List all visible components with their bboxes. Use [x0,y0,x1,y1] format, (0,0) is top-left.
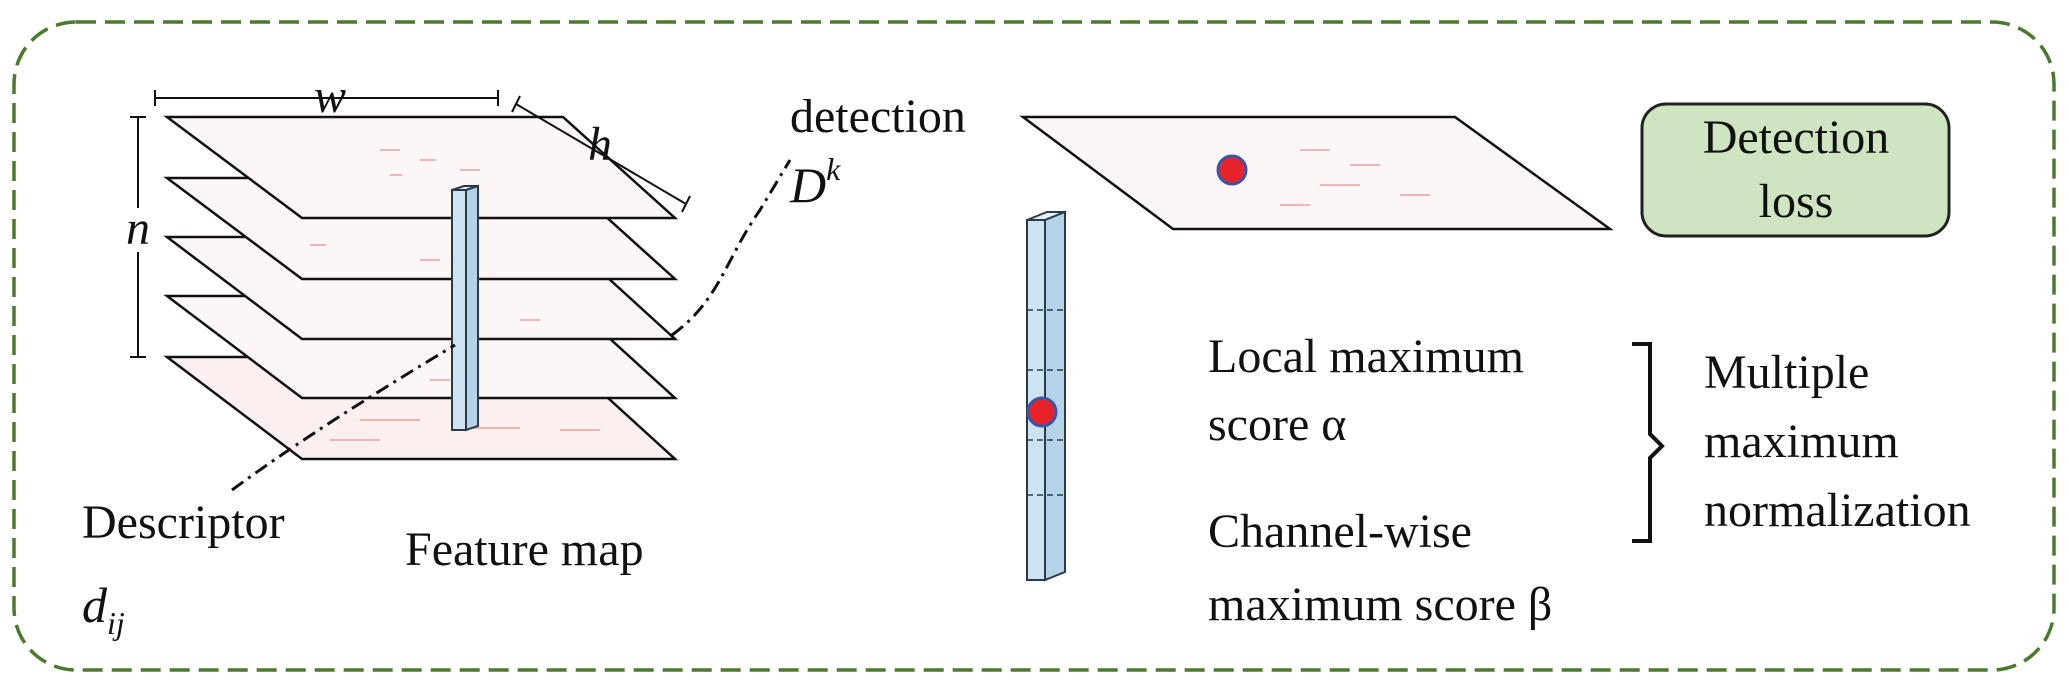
multi-line1: Multiple [1704,346,1869,399]
channel-max-line1: Channel-wise [1208,505,1472,558]
descriptor-label: Descriptor [82,496,285,549]
feature-map-label: Feature map [405,523,644,576]
detection-map [1019,115,1614,231]
detection-loss-line2: loss [1759,175,1834,228]
height-label: h [588,118,612,171]
detection-loss-box [1640,102,1951,238]
channels-label: n [126,202,150,255]
channel-max-line2: maximum score β [1208,578,1552,631]
descriptor-point-dot [1026,396,1058,428]
descriptor-leader-line [231,343,456,492]
detection-symbol: Dk [789,151,841,213]
descriptor-column [451,184,479,432]
detection-leader-line [671,159,792,337]
multi-line3: normalization [1704,484,1971,537]
detection-heat-speckles [1280,149,1430,206]
width-label: w [314,70,346,123]
feature-layer-1 [163,115,679,220]
detection-loss-line1: Detection [1703,111,1890,164]
detection-point-dot [1216,154,1248,186]
feature-map-stack [163,115,679,461]
descriptor-column-large [1026,210,1066,582]
detection-label: detection [790,90,966,143]
outer-frame [12,20,2056,672]
multi-line2: maximum [1704,415,1899,468]
grouping-brace [1632,342,1665,543]
local-max-line2: score α [1208,398,1346,451]
height-dimension [511,95,691,213]
heat-speckles [310,149,600,441]
local-max-line1: Local maximum [1208,330,1524,383]
descriptor-symbol: dij [82,577,125,641]
width-dimension [154,90,499,106]
